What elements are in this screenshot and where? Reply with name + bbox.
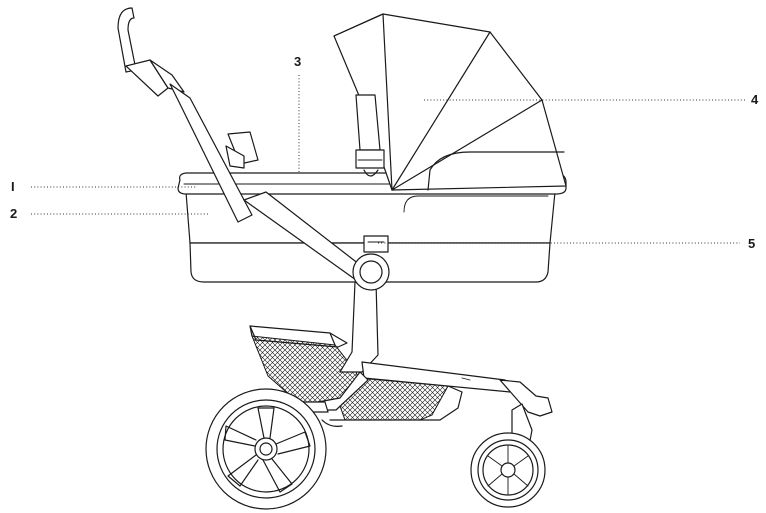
callout-label-2: 2 <box>10 206 17 221</box>
canopy <box>333 13 567 191</box>
canopy-mount <box>355 94 385 177</box>
hub-joint <box>352 235 390 291</box>
callout-label-5: 5 <box>748 236 755 251</box>
callouts: I 2 3 4 5 <box>10 54 759 251</box>
front-wheel <box>470 432 546 508</box>
shopping-basket <box>249 325 463 427</box>
callout-label-1: I <box>11 179 15 194</box>
callout-label-4: 4 <box>751 92 759 107</box>
callout-label-3: 3 <box>294 54 301 69</box>
rear-wheel <box>205 388 327 510</box>
